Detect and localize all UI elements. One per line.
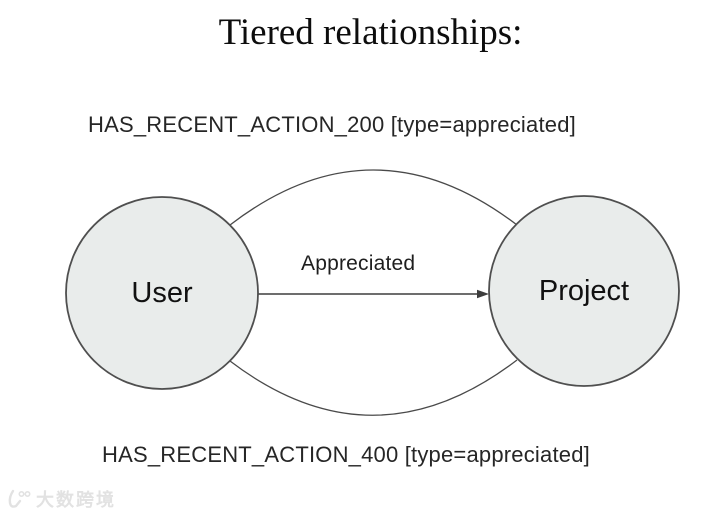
- edge-label-has-recent-action-400: HAS_RECENT_ACTION_400 [type=appreciated]: [102, 442, 590, 467]
- arrowhead-icon: [477, 289, 489, 299]
- node-project-circle: [488, 195, 680, 387]
- edge-label-has-recent-action-200: HAS_RECENT_ACTION_200 [type=appreciated]: [88, 112, 576, 137]
- page-title: Tiered relationships:: [218, 12, 523, 53]
- watermark-logo-icon: [8, 489, 31, 508]
- node-user-circle: [65, 196, 259, 390]
- edge-arc-bottom: [229, 359, 518, 416]
- watermark: 大数跨境: [6, 489, 116, 511]
- node-label-project: Project: [538, 274, 630, 307]
- watermark-text: 大数跨境: [36, 490, 116, 510]
- node-label-user: User: [131, 276, 193, 309]
- edge-label-appreciated: Appreciated: [301, 252, 416, 275]
- edge-arc-top: [229, 169, 518, 226]
